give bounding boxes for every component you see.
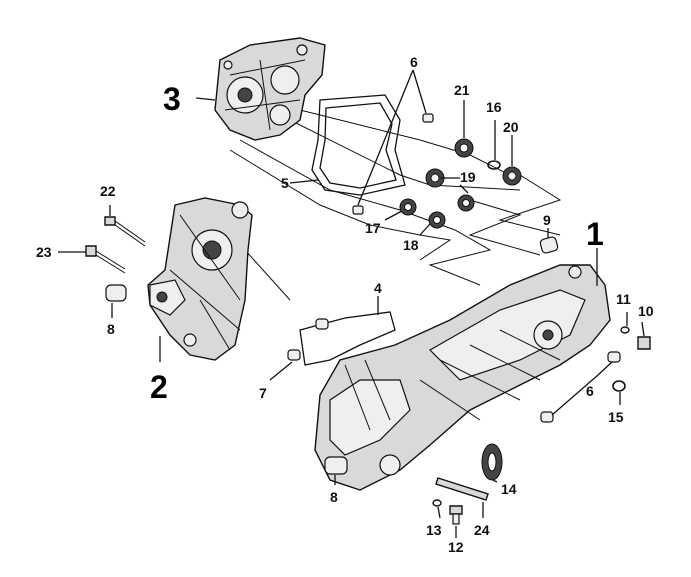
callout-3: 3	[163, 81, 181, 117]
callout-15: 15	[608, 409, 624, 425]
callout-14: 14	[501, 481, 517, 497]
part-2-case-half	[147, 197, 253, 361]
callout-17: 17	[365, 220, 381, 236]
callout-1: 1	[586, 216, 604, 252]
part-16-oring	[487, 160, 501, 170]
part-3-case-half	[214, 37, 326, 141]
callout-6a: 6	[410, 54, 418, 70]
callout-22: 22	[100, 183, 116, 199]
part-17-bearing	[399, 198, 417, 216]
callout-9: 9	[543, 212, 551, 228]
callout-11: 11	[616, 291, 631, 307]
callout-20: 20	[503, 119, 519, 135]
assembly-lines	[229, 109, 562, 301]
callout-13: 13	[426, 522, 442, 538]
callout-5: 5	[281, 175, 289, 191]
part-21-bearing	[454, 138, 474, 158]
callout-8b: 8	[330, 489, 338, 505]
part-1-crankcase	[314, 264, 611, 491]
callout-7: 7	[259, 385, 267, 401]
part-24-shaft	[435, 477, 489, 501]
callout-6b: 6	[586, 383, 594, 399]
callout-19: 19	[460, 169, 476, 185]
callout-10: 10	[638, 303, 654, 319]
callout-24: 24	[474, 522, 490, 538]
part-18-bearing	[428, 211, 446, 229]
callout-labels: 1 2 3 4 5 6 6 7 8 8 9 10 11 12 13 14 15 …	[36, 54, 654, 555]
callout-8a: 8	[107, 321, 115, 337]
part-5-gasket	[311, 94, 406, 196]
bearings	[399, 138, 522, 229]
callout-21: 21	[454, 82, 470, 98]
callout-12: 12	[448, 539, 464, 555]
leader-lines	[58, 69, 645, 538]
part-19-bearing-b	[457, 194, 475, 212]
callout-4: 4	[374, 280, 382, 296]
part-19-bearing	[425, 168, 445, 188]
small-parts	[85, 113, 651, 525]
part-20-bearing	[502, 166, 522, 186]
part-4-gasket	[299, 311, 396, 366]
callout-16: 16	[486, 99, 502, 115]
part-14-seal	[481, 443, 503, 481]
callout-18: 18	[403, 237, 419, 253]
callout-2: 2	[150, 369, 168, 405]
callout-23: 23	[36, 244, 52, 260]
